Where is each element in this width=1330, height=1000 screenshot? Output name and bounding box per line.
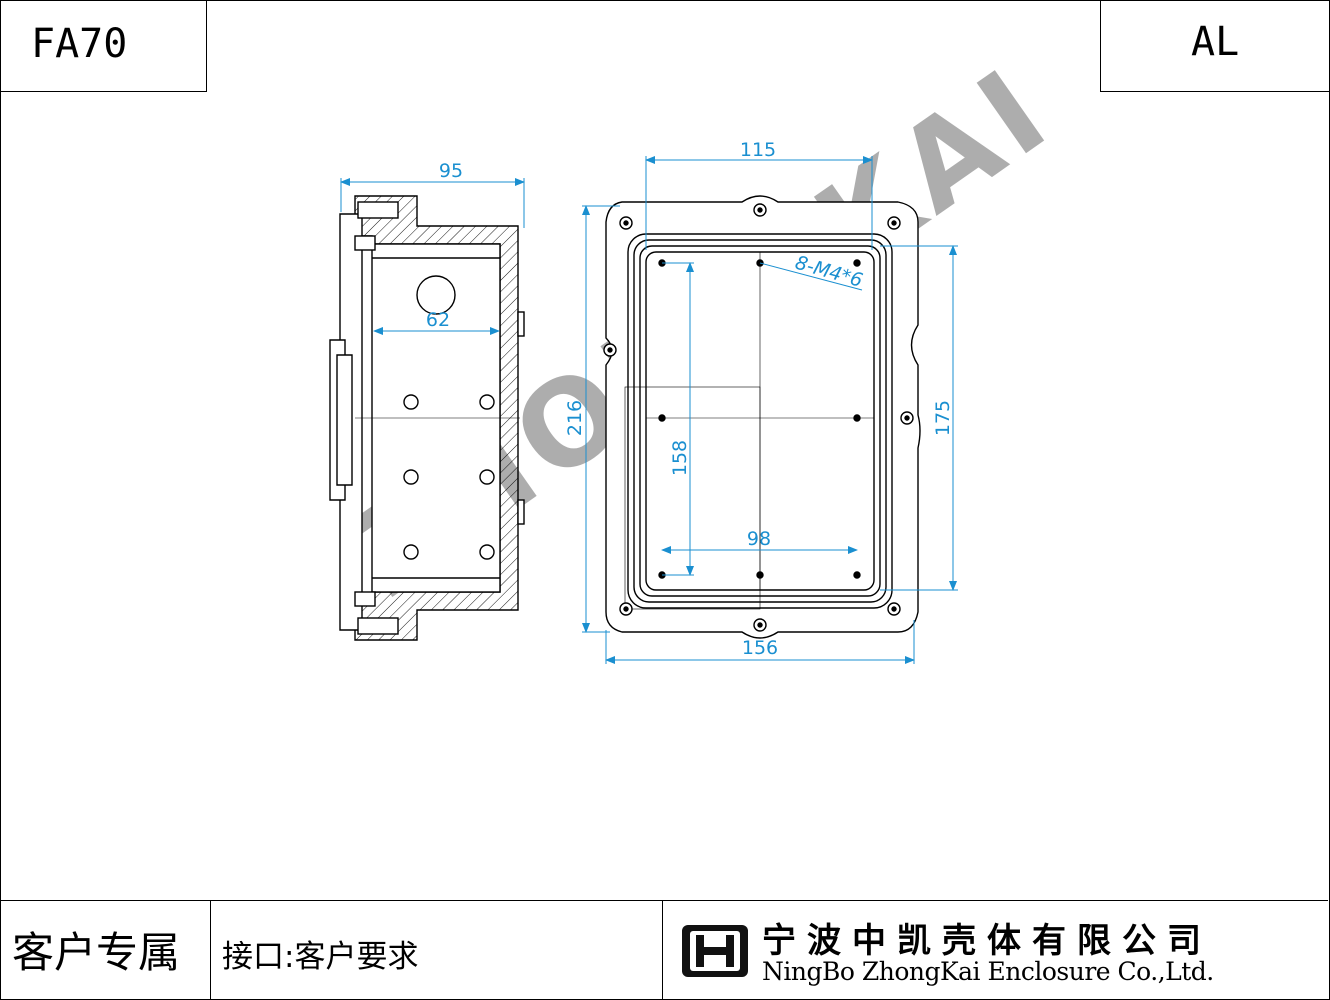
material-code: AL [1191,19,1240,65]
dim-hole-height: 158 [669,440,691,476]
model-box: FA70 [0,0,207,92]
dim-front-height-body: 175 [932,400,954,436]
customer-label: 客户专属 [12,928,181,977]
company-name-cn: 宁波中凯壳体有限公司 [762,921,1212,961]
dimension-lines [340,156,958,664]
side-section-view [329,195,525,641]
technical-drawing: ZHONG KAI [325,40,1076,664]
interface-label: 接口:客户要求 [222,939,419,975]
dim-front-width: 115 [740,139,776,161]
company-cell: 宁波中凯壳体有限公司 NingBo ZhongKai Enclosure Co.… [662,901,1328,999]
customer-cell: 客户专属 [0,901,211,999]
dim-hole-width: 98 [747,528,771,550]
model-code: FA70 [31,21,128,67]
title-block: 客户专属 接口:客户要求 宁波中凯壳体有限公司 NingBo ZhongKai … [0,900,1328,999]
dim-total-width: 156 [742,637,778,659]
dim-front-height-total: 216 [564,400,586,436]
company-name-en: NingBo ZhongKai Enclosure Co.,Ltd. [762,957,1214,986]
interface-cell: 接口:客户要求 [210,901,663,999]
company-logo-icon [682,925,748,977]
dim-side-width: 95 [439,160,463,182]
front-view [603,195,921,639]
dim-side-hole: 62 [426,309,450,331]
material-box: AL [1100,0,1330,92]
